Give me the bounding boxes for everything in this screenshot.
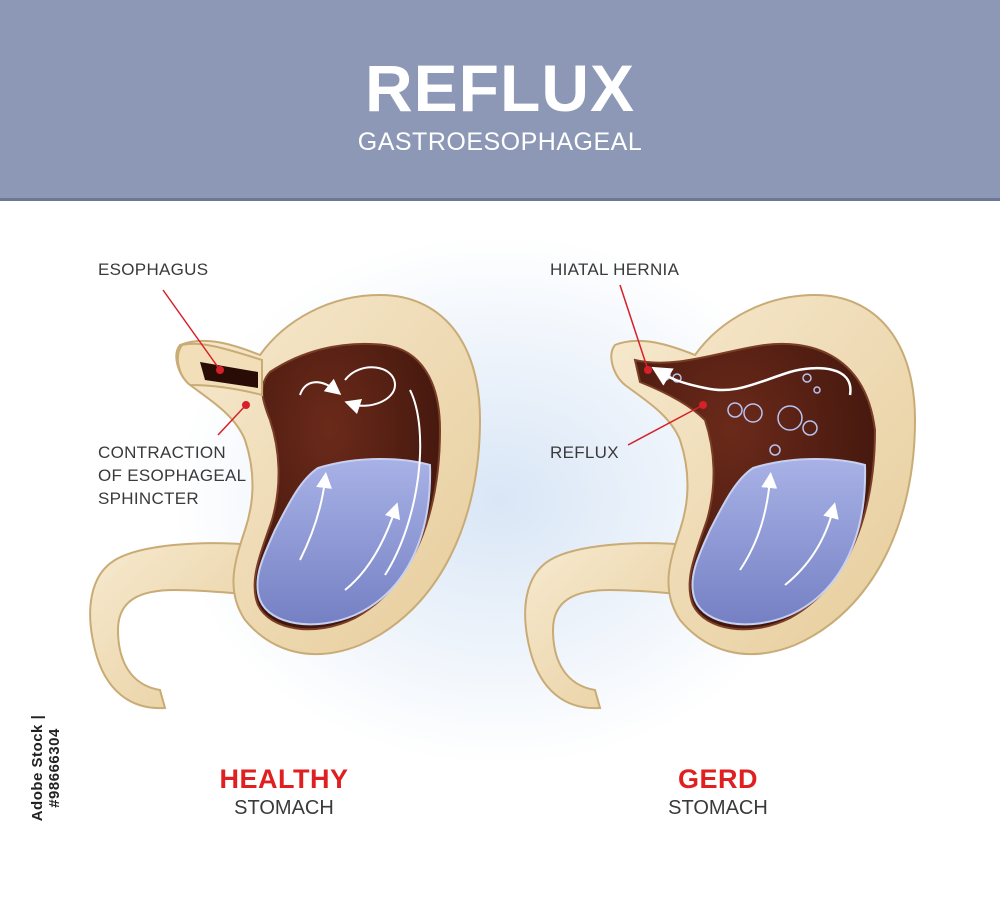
gerd-duodenum bbox=[524, 542, 702, 710]
pointer-line-hernia bbox=[619, 284, 649, 371]
healthy-caption: HEALTHY bbox=[219, 764, 349, 794]
gerd-stomach bbox=[524, 284, 917, 710]
stock-id-watermark: Adobe Stock | #98666304 bbox=[29, 714, 63, 822]
gerd-caption: GERD bbox=[677, 764, 758, 794]
pointer-dot-sphincter bbox=[242, 401, 250, 409]
gerd-gastric-fluid bbox=[691, 458, 867, 626]
gerd-flow-arrow bbox=[739, 472, 778, 571]
healthy-flow-arrow bbox=[344, 502, 401, 591]
gerd-flow-arrow bbox=[784, 502, 839, 586]
pointer-line-esophagus bbox=[162, 289, 221, 371]
healthy-flow-arrow bbox=[344, 366, 397, 415]
page-subtitle: GASTROESOPHAGEAL bbox=[357, 128, 643, 156]
healthy-flow-arrow bbox=[299, 378, 342, 396]
gerd-caption-sub: STOMACH bbox=[668, 797, 768, 819]
label-esophagus: ESOPHAGUS bbox=[98, 260, 209, 279]
gerd-reflux-arrow bbox=[651, 366, 852, 396]
healthy-caption-sub: STOMACH bbox=[234, 797, 334, 819]
pointer-dot-reflux bbox=[699, 401, 707, 409]
label-sphincter-contraction: CONTRACTION OF ESOPHAGEAL SPHINCTER bbox=[98, 443, 247, 508]
label-hiatal-hernia: HIATAL HERNIA bbox=[550, 260, 680, 279]
healthy-flow-arrow bbox=[299, 472, 332, 561]
page-title: REFLUX bbox=[365, 51, 635, 125]
label-reflux: REFLUX bbox=[550, 443, 619, 462]
header-banner: REFLUX GASTROESOPHAGEAL bbox=[0, 0, 1000, 201]
pointer-dot-hernia bbox=[644, 366, 652, 374]
pointer-dot-esophagus bbox=[216, 366, 224, 374]
healthy-esophagus-lumen bbox=[200, 362, 258, 388]
healthy-flow-arrow bbox=[384, 389, 422, 576]
pointer-line-sphincter bbox=[217, 404, 247, 436]
healthy-duodenum bbox=[89, 542, 267, 710]
healthy-stomach bbox=[89, 289, 482, 710]
pointer-line-reflux bbox=[627, 404, 704, 446]
